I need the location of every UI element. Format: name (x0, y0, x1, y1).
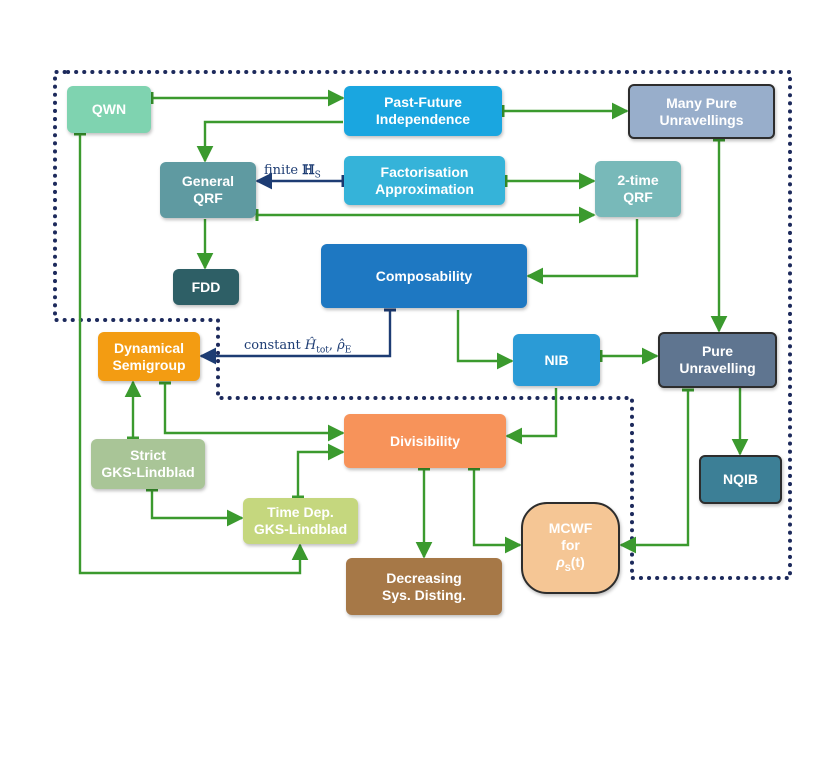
node-strict-gks-lindblad[interactable]: Strict GKS-Lindblad (91, 439, 205, 489)
mcwf-rho-arg: (t) (570, 553, 585, 570)
hamiltonian-symbol: Ĥ (304, 338, 317, 353)
mcwf-line-2: for (561, 536, 580, 553)
node-2-time-qrf[interactable]: 2-time QRF (595, 161, 681, 217)
mcwf-rho-sub: S (564, 562, 571, 573)
node-pure-unravelling[interactable]: Pure Unravelling (658, 332, 777, 388)
edge-semigroup-divisibility (159, 381, 345, 442)
hilbert-symbol: ℍ (302, 163, 315, 178)
node-qwn[interactable]: QWN (67, 86, 151, 133)
finite-hilbert-label: finite ℍS (264, 163, 321, 181)
env-state-sub: E (344, 345, 352, 356)
edge-2timeqrf-composability (526, 219, 639, 285)
node-composability[interactable]: Composability (321, 244, 527, 308)
edge-divisibility-mcwf (468, 467, 522, 554)
node-divisibility[interactable]: Divisibility (344, 414, 506, 468)
edge-composability-semigroup (199, 308, 396, 365)
edge-strictgks-timedep (146, 488, 244, 527)
edge-pastfuture-generalqrf (196, 120, 343, 163)
node-past-future-independence[interactable]: Past-Future Independence (344, 86, 502, 136)
mcwf-line-3: ρS(t) (556, 554, 585, 577)
hamiltonian-sub: tot (316, 345, 329, 356)
node-nqib[interactable]: NQIB (699, 455, 782, 504)
node-decreasing-sys-disting[interactable]: Decreasing Sys. Disting. (346, 558, 502, 615)
finite-word: finite (264, 163, 299, 178)
edge-qwn-timedep (74, 132, 309, 575)
mcwf-line-1: MCWF (548, 519, 593, 536)
edge-nib-divisibility (505, 388, 558, 445)
node-dynamical-semigroup[interactable]: Dynamical Semigroup (98, 332, 200, 381)
node-general-qrf[interactable]: General QRF (160, 162, 256, 218)
node-factorisation-approximation[interactable]: Factorisation Approximation (344, 156, 505, 205)
constant-label: constant Ĥtot, ρ̂E (244, 338, 352, 356)
env-state-symbol: ρ̂ (337, 338, 345, 353)
edge-composability-nib (456, 310, 514, 370)
dotted-region-border (53, 70, 792, 580)
node-nib[interactable]: NIB (513, 334, 600, 386)
constant-word: constant (244, 338, 301, 353)
mcwf-rho-symbol: ρ (556, 553, 565, 570)
node-mcwf[interactable]: MCWF for ρS(t) (521, 502, 620, 594)
node-fdd[interactable]: FDD (173, 269, 239, 305)
node-many-pure-unravellings[interactable]: Many Pure Unravellings (628, 84, 775, 139)
node-time-dep-gks-lindblad[interactable]: Time Dep. GKS-Lindblad (243, 498, 358, 544)
hilbert-sub: S (314, 170, 321, 181)
edge-pureunravelling-mcwf (619, 388, 694, 554)
edge-timedep-divisibility (292, 443, 345, 499)
